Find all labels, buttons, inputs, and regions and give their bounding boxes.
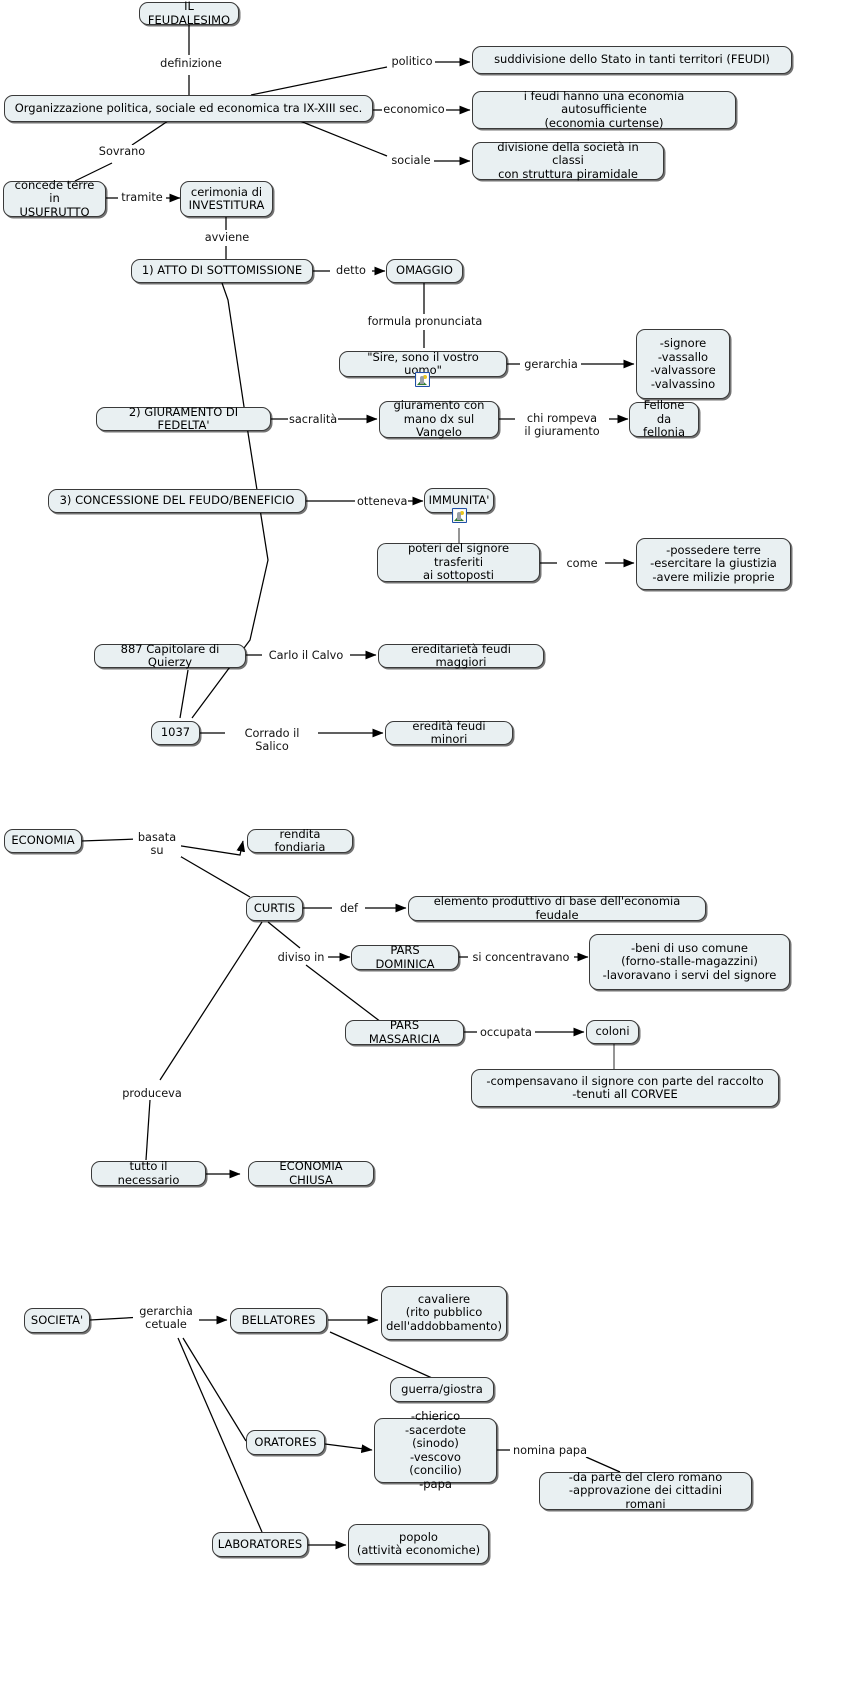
node-concessione-feudo[interactable]: 3) CONCESSIONE DEL FEUDO/BENEFICIO [48,489,306,513]
edge-label-chi-rompeva: chi rompeva il giuramento [515,412,609,438]
node-clero-elenco[interactable]: -chierico -sacerdote (sinodo) -vescovo (… [374,1409,497,1490]
node-organizzazione[interactable]: Organizzazione politica, sociale ed econ… [4,95,373,122]
node-popolo[interactable]: popolo (attività economiche) [348,1524,489,1564]
edge-label-formula-pronunciata: formula pronunciata [363,315,487,328]
edge-label-sociale: sociale [388,154,434,167]
edge-label-si-concentravano: si concentravano [468,951,574,964]
node-poteri-elenco[interactable]: -possedere terre -esercitare la giustizi… [636,538,791,590]
node-pars-massaricia[interactable]: PARS MASSARICIA [345,1018,464,1045]
edge-label-occupata: occupata [477,1026,535,1039]
picture-icon[interactable] [452,508,467,523]
edge-label-definizione: definizione [150,57,232,70]
node-curtis[interactable]: CURTIS [246,896,303,921]
edge-label-otteneva: otteneva [356,495,408,508]
picture-icon[interactable] [415,372,430,387]
edge-label-sacralita: sacralità [288,413,338,426]
node-economia[interactable]: ECONOMIA [4,829,82,853]
node-pars-dominica[interactable]: PARS DOMINICA [351,943,459,970]
node-ereditarieta-maggiori[interactable]: ereditarietà feudi maggiori [378,642,544,669]
node-beni-uso-comune[interactable]: -beni di uso comune (forno-stalle-magazz… [589,934,790,990]
node-poteri-signore[interactable]: poteri del signore trasferiti ai sottopo… [377,542,540,582]
node-giuramento-vangelo[interactable]: giuramento con mano dx sul Vangelo [379,399,499,439]
edge-label-diviso-in: diviso in [274,951,328,964]
edge-label-come: come [559,557,605,570]
node-suddivisione-stato[interactable]: suddivisione dello Stato in tanti territ… [472,46,792,74]
node-omaggio[interactable]: OMAGGIO [386,259,463,283]
node-compensavano[interactable]: -compensavano il signore con parte del r… [471,1069,779,1107]
node-laboratores[interactable]: LABORATORES [212,1532,308,1557]
edge-label-avviene: avviene [197,231,257,244]
edge-label-carlo-il-calvo: Carlo il Calvo [262,649,350,662]
edge-label-nomina-papa: nomina papa [510,1444,590,1457]
node-gerarchia-elenco[interactable]: -signore -vassallo -valvassore -valvassi… [636,329,730,399]
edge-label-gerarchia-cetuale: gerarchia cetuale [133,1305,199,1331]
node-divisione-societa[interactable]: divisione della società in classi con st… [472,140,664,181]
node-il-feudalesimo[interactable]: IL FEUDALESIMO [139,0,239,26]
node-atto-sottomissione[interactable]: 1) ATTO DI SOTTOMISSIONE [131,259,313,283]
node-immunita[interactable]: IMMUNITA' [424,488,494,513]
edge-label-basata-su: basata su [133,831,181,857]
node-societa[interactable]: SOCIETA' [24,1308,90,1333]
edge-label-economico: economico [382,103,446,116]
node-giuramento-fedelta[interactable]: 2) GIURAMENTO DI FEDELTA' [96,405,271,432]
node-capitolare-quierzy[interactable]: 887 Capitolare di Quierzy [94,642,246,669]
node-rendita-fondiaria[interactable]: rendita fondiaria [247,827,353,854]
node-coloni[interactable]: coloni [586,1020,639,1044]
node-cavaliere[interactable]: cavaliere (rito pubblico dell'addobbamen… [381,1286,507,1340]
node-economia-chiusa[interactable]: ECONOMIA CHIUSA [248,1159,374,1186]
edge-label-politico: politico [389,55,435,68]
node-eredita-minori[interactable]: eredità feudi minori [385,719,513,746]
edge-label-detto: detto [330,264,372,277]
node-tutto-necessario[interactable]: tutto il necessario [91,1159,206,1186]
node-elemento-produttivo[interactable]: elemento produttivo di base dell'economi… [408,894,706,921]
node-bellatores[interactable]: BELLATORES [230,1308,327,1333]
node-concede-terre[interactable]: concede terre in USUFRUTTO [3,178,106,219]
edge-label-gerarchia: gerarchia [521,358,581,371]
edge-label-def: def [333,902,365,915]
node-clero-romano[interactable]: -da parte del clero romano -approvazione… [539,1470,752,1511]
node-fellone[interactable]: Fellone da fellonia [629,399,699,439]
node-feudi-economia[interactable]: i feudi hanno una economia autosufficien… [472,89,736,130]
edge-label-produceva: produceva [120,1087,184,1100]
edge-label-corrado-il-salico: Corrado il Salico [226,727,318,753]
node-guerra-giostra[interactable]: guerra/giostra [390,1377,494,1402]
edge-label-sovrano: Sovrano [91,145,153,158]
node-anno-1037[interactable]: 1037 [151,721,200,745]
edge-label-tramite: tramite [118,191,166,204]
node-cerimonia-investitura[interactable]: cerimonia di INVESTITURA [180,181,273,217]
node-oratores[interactable]: ORATORES [246,1430,325,1455]
